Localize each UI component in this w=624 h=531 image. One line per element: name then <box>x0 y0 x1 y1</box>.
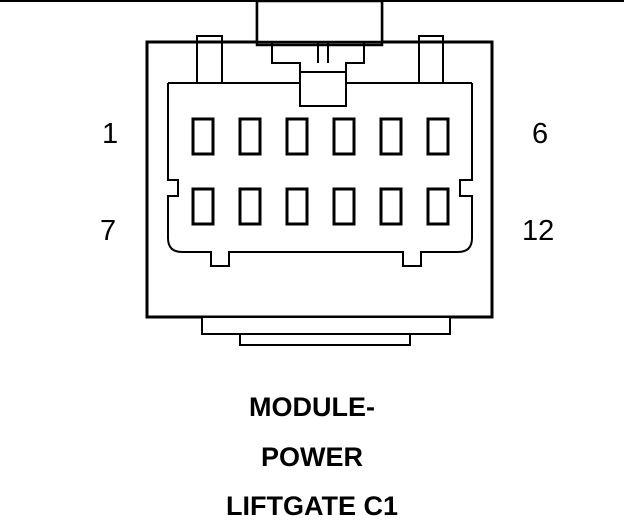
pin-12 <box>426 187 450 226</box>
left-post <box>196 35 223 83</box>
pin-2 <box>238 117 262 156</box>
bottom-flange-lower <box>239 333 411 346</box>
key-block-outline <box>271 42 365 107</box>
caption-line-3: LIFTGATE C1 <box>226 491 398 521</box>
pin-label-1: 1 <box>102 118 119 150</box>
caption-line-1: MODULE- <box>249 392 375 422</box>
pin-3 <box>285 117 309 156</box>
top-latch-tab-upper <box>255 0 384 44</box>
pin-label-6: 6 <box>532 118 549 150</box>
pin-row-bottom <box>191 187 450 226</box>
pin-4 <box>332 117 356 156</box>
pin-label-7: 7 <box>100 215 117 247</box>
inner-cavity <box>167 82 473 267</box>
pin-10 <box>332 187 356 226</box>
pin-1 <box>191 117 215 156</box>
pin-8 <box>238 187 262 226</box>
pin-6 <box>426 117 450 156</box>
pin-7 <box>191 187 215 226</box>
pin-5 <box>379 117 403 156</box>
pin-row-top <box>191 117 450 156</box>
pin-label-12: 12 <box>522 215 555 247</box>
caption-line-2: POWER <box>260 442 363 472</box>
pin-11 <box>379 187 403 226</box>
pin-9 <box>285 187 309 226</box>
bottom-flange <box>201 316 451 335</box>
right-post <box>418 35 444 83</box>
